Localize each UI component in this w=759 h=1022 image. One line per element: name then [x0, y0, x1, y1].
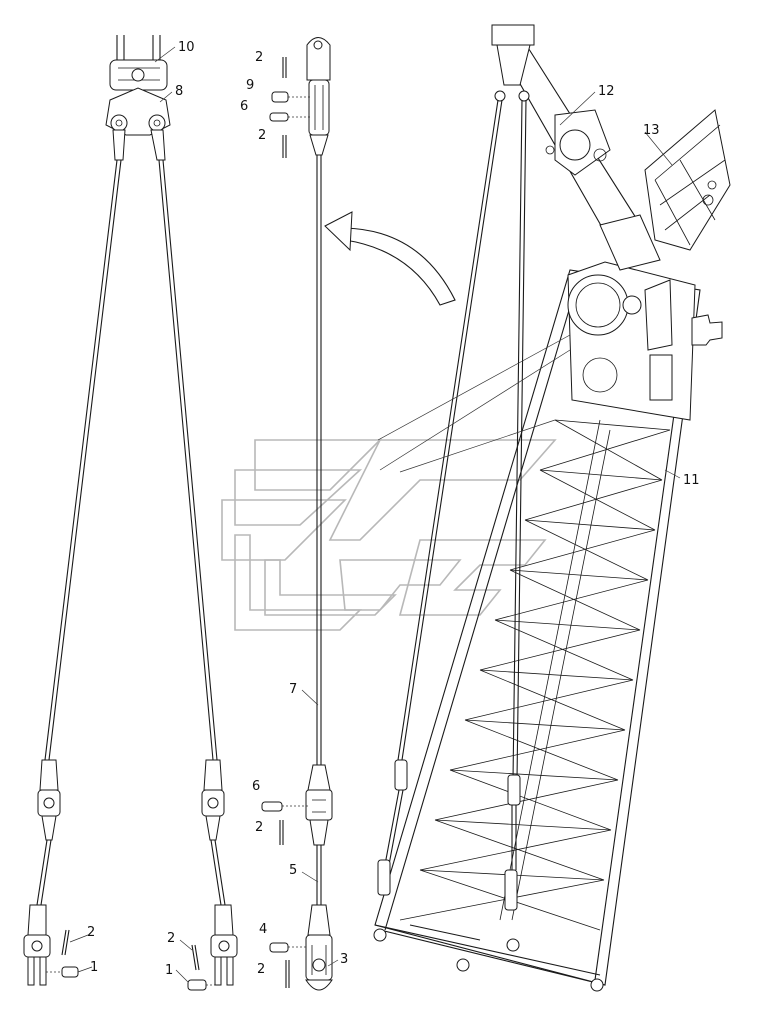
left-pendant-assembly — [23, 35, 238, 991]
pin-6-mid — [261, 801, 308, 812]
boom-assembly — [373, 24, 731, 992]
cotter-2-left — [61, 929, 70, 956]
cotter-2-bottom — [285, 960, 290, 988]
callout-10: 10 — [178, 40, 195, 55]
watermark-logo — [221, 439, 557, 631]
cotter-2-top-a — [282, 57, 287, 78]
pin-1-right — [187, 979, 215, 991]
callout-8: 8 — [175, 84, 183, 99]
attachment-13 — [644, 109, 731, 251]
callout-1: 1 — [165, 963, 173, 978]
pin-4 — [269, 942, 308, 953]
boom-foot — [373, 924, 606, 992]
right-mid-socket — [201, 759, 225, 841]
callout-2: 2 — [255, 50, 263, 65]
callout-labels: 10 8 2 9 6 2 12 13 11 7 6 2 5 4 2 3 2 1 … — [87, 40, 700, 978]
left-mid-socket — [37, 759, 61, 841]
lattice — [399, 419, 671, 931]
pendant-head-10 — [109, 35, 168, 91]
callout-5: 5 — [289, 863, 297, 878]
upper-arm-12 — [491, 24, 661, 271]
callout-12: 12 — [598, 84, 615, 99]
center-mid-connector — [305, 764, 333, 846]
callout-9: 9 — [246, 78, 254, 93]
callout-4: 4 — [259, 922, 267, 937]
callout-2: 2 — [255, 820, 263, 835]
left-end-socket — [23, 904, 51, 986]
leader-lines — [69, 46, 681, 983]
callout-3: 3 — [340, 952, 348, 967]
pin-1-left — [46, 966, 79, 978]
right-end-socket — [210, 904, 238, 986]
callout-11: 11 — [683, 473, 700, 488]
callout-2: 2 — [258, 128, 266, 143]
callout-6: 6 — [252, 779, 260, 794]
cotter-2-right — [191, 944, 200, 971]
callout-7: 7 — [289, 682, 297, 697]
callout-13: 13 — [643, 123, 660, 138]
callout-2: 2 — [87, 925, 95, 940]
callout-6: 6 — [240, 99, 248, 114]
boom-pendants — [377, 99, 527, 911]
cotter-2-top-b — [282, 135, 287, 158]
center-pendant-assembly — [261, 37, 456, 991]
callout-1: 1 — [90, 960, 98, 975]
pin-6-top — [269, 112, 312, 122]
callout-2: 2 — [257, 962, 265, 977]
bottom-socket-3 — [305, 904, 333, 991]
cotter-2-mid — [279, 820, 284, 845]
rotation-arrow — [324, 211, 456, 306]
link-plate-8 — [105, 87, 171, 136]
boom-head — [567, 261, 696, 421]
pin-9 — [271, 91, 312, 103]
callout-2: 2 — [167, 931, 175, 946]
